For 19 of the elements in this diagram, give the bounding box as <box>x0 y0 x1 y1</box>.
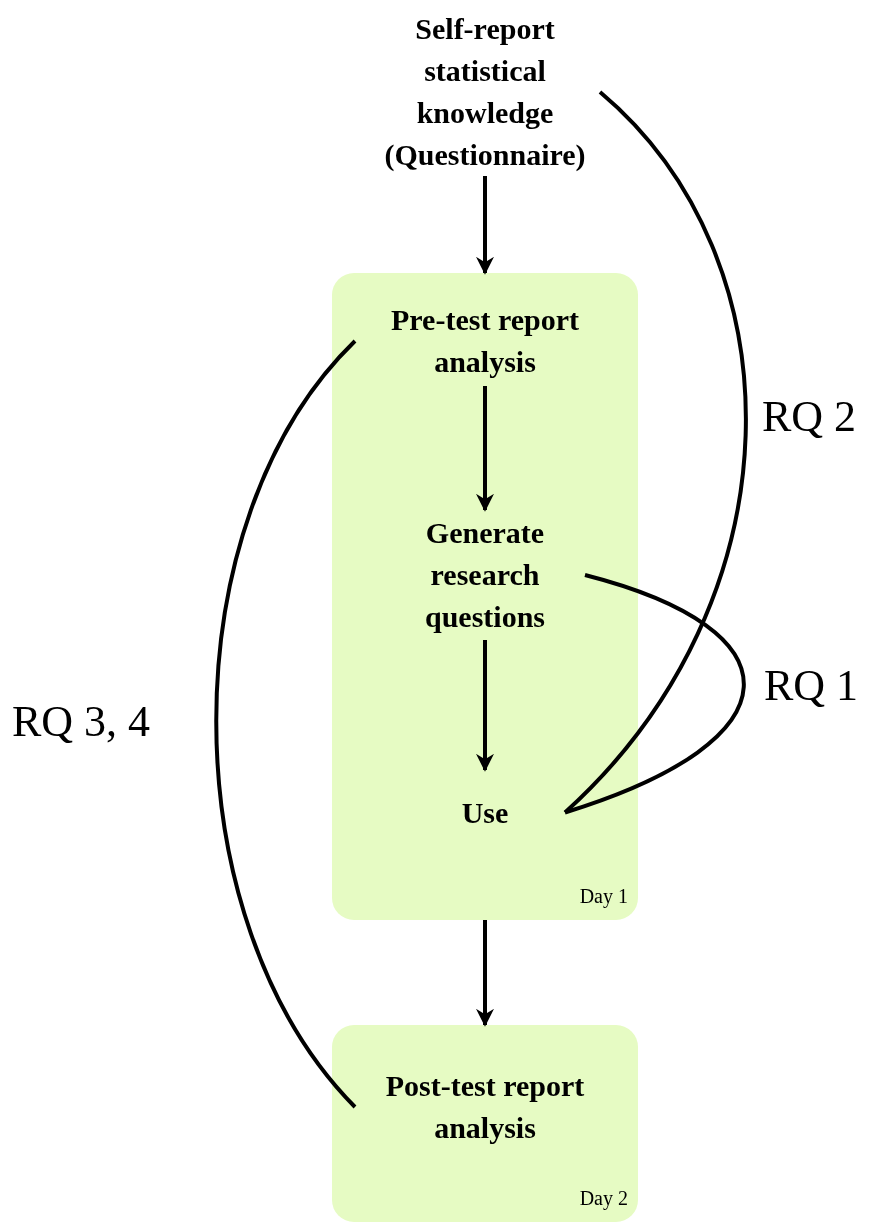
arrow <box>476 640 494 772</box>
arrow <box>476 176 494 275</box>
arrow <box>476 386 494 512</box>
connector-line <box>563 90 748 814</box>
day-label: Day 1 <box>579 886 628 906</box>
connector-line <box>214 339 357 1109</box>
step-label: Pre-test report analysis <box>390 302 580 380</box>
step-label: Generate research questions <box>423 515 546 635</box>
connector-line <box>564 573 746 815</box>
edge-label: RQ 1 <box>764 664 859 708</box>
day-label: Day 2 <box>579 1188 628 1208</box>
step-label: Use <box>461 794 509 831</box>
step-label: Self-report statistical knowledge (Questionnaire) <box>383 11 587 173</box>
edge-label: RQ 3, 4 <box>12 700 151 744</box>
edge-label: RQ 2 <box>762 395 857 439</box>
step-label: Post-test report analysis <box>384 1068 586 1146</box>
day-panel <box>332 1025 638 1222</box>
arrow <box>476 920 494 1027</box>
day-panel <box>332 273 638 920</box>
